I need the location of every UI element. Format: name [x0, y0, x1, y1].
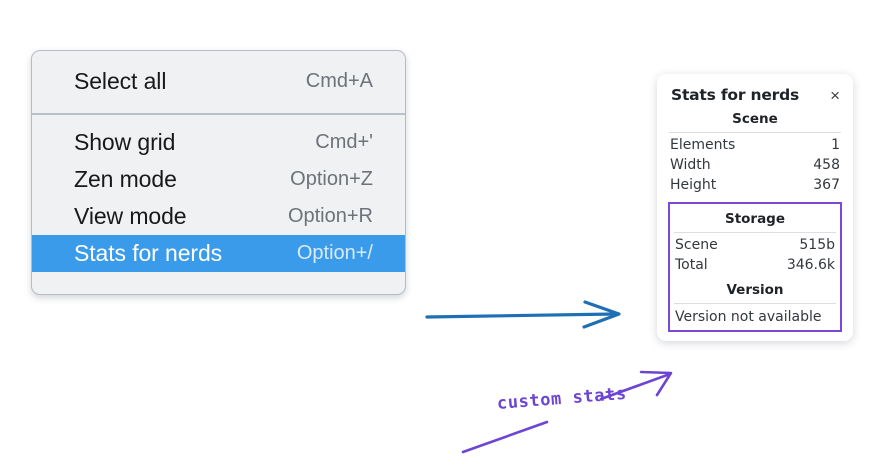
stats-section-scene: Scene Elements 1 Width 458 Height 367: [668, 104, 842, 195]
menu-item-label: Select all: [74, 68, 167, 94]
stats-panel-title: Stats for nerds: [671, 86, 800, 104]
menu-item-shortcut: Cmd+A: [305, 70, 373, 92]
stats-row-value: 1: [831, 137, 840, 153]
menu-item-show-grid[interactable]: Show grid Cmd+': [32, 124, 405, 161]
stats-row-key: Width: [670, 157, 711, 173]
stats-section-storage: Storage Scene 515b Total 346.6k Version …: [668, 202, 842, 332]
menu-item-label: Show grid: [74, 129, 176, 155]
context-menu[interactable]: Select all Cmd+A Show grid Cmd+' Zen mod…: [31, 50, 406, 295]
menu-item-shortcut: Cmd+': [315, 131, 373, 153]
stats-row-key: Elements: [670, 137, 736, 153]
stats-row-value: 367: [813, 177, 840, 193]
menu-separator: [32, 113, 405, 115]
stats-row: Elements 1: [668, 135, 842, 155]
stats-row: Width 458: [668, 155, 842, 175]
stats-section-version: Version Version not available: [673, 275, 837, 327]
menu-item-zen-mode[interactable]: Zen mode Option+Z: [32, 161, 405, 198]
menu-group-1: Select all Cmd+A: [32, 51, 405, 113]
section-header: Storage: [724, 211, 786, 227]
section-rule: [669, 132, 841, 133]
stats-panel-titlebar: Stats for nerds ×: [657, 84, 853, 104]
section-rule: [674, 232, 836, 233]
menu-item-label: View mode: [74, 203, 187, 229]
stats-for-nerds-panel[interactable]: Stats for nerds × Scene Elements 1 Width…: [657, 74, 853, 341]
handwritten-annotation-label: custom stats: [496, 383, 628, 414]
stats-row: Total 346.6k: [673, 255, 837, 275]
stats-row-value: 515b: [799, 237, 835, 253]
menu-item-label: Zen mode: [74, 166, 177, 192]
menu-item-shortcut: Option+/: [296, 242, 373, 264]
stats-row-key: Height: [670, 177, 717, 193]
stats-panel-body: Scene Elements 1 Width 458 Height 367 St…: [657, 104, 853, 332]
menu-item-stats-for-nerds[interactable]: Stats for nerds Option+/: [32, 235, 405, 272]
stats-row-value: 346.6k: [786, 257, 835, 273]
stats-row: Height 367: [668, 175, 842, 195]
section-rule: [674, 303, 836, 304]
blue-arrow: [425, 300, 621, 329]
stats-row-value: 458: [813, 157, 840, 173]
section-header: Scene: [732, 111, 778, 127]
close-icon[interactable]: ×: [830, 85, 840, 105]
menu-item-shortcut: Option+R: [287, 205, 373, 227]
menu-group-2: Show grid Cmd+' Zen mode Option+Z View m…: [32, 115, 405, 294]
section-header: Version: [726, 282, 784, 298]
menu-item-view-mode[interactable]: View mode Option+R: [32, 198, 405, 235]
menu-item-label: Stats for nerds: [74, 240, 223, 266]
stats-row: Scene 515b: [673, 235, 837, 255]
menu-item-select-all[interactable]: Select all Cmd+A: [32, 63, 405, 100]
menu-bottom-padding: [32, 272, 405, 294]
stats-row-key: Total: [675, 257, 708, 273]
version-status-text: Version not available: [675, 309, 822, 325]
menu-item-shortcut: Option+Z: [290, 168, 373, 190]
stats-row-key: Scene: [675, 237, 718, 253]
purple-underline-stroke: [461, 420, 549, 454]
